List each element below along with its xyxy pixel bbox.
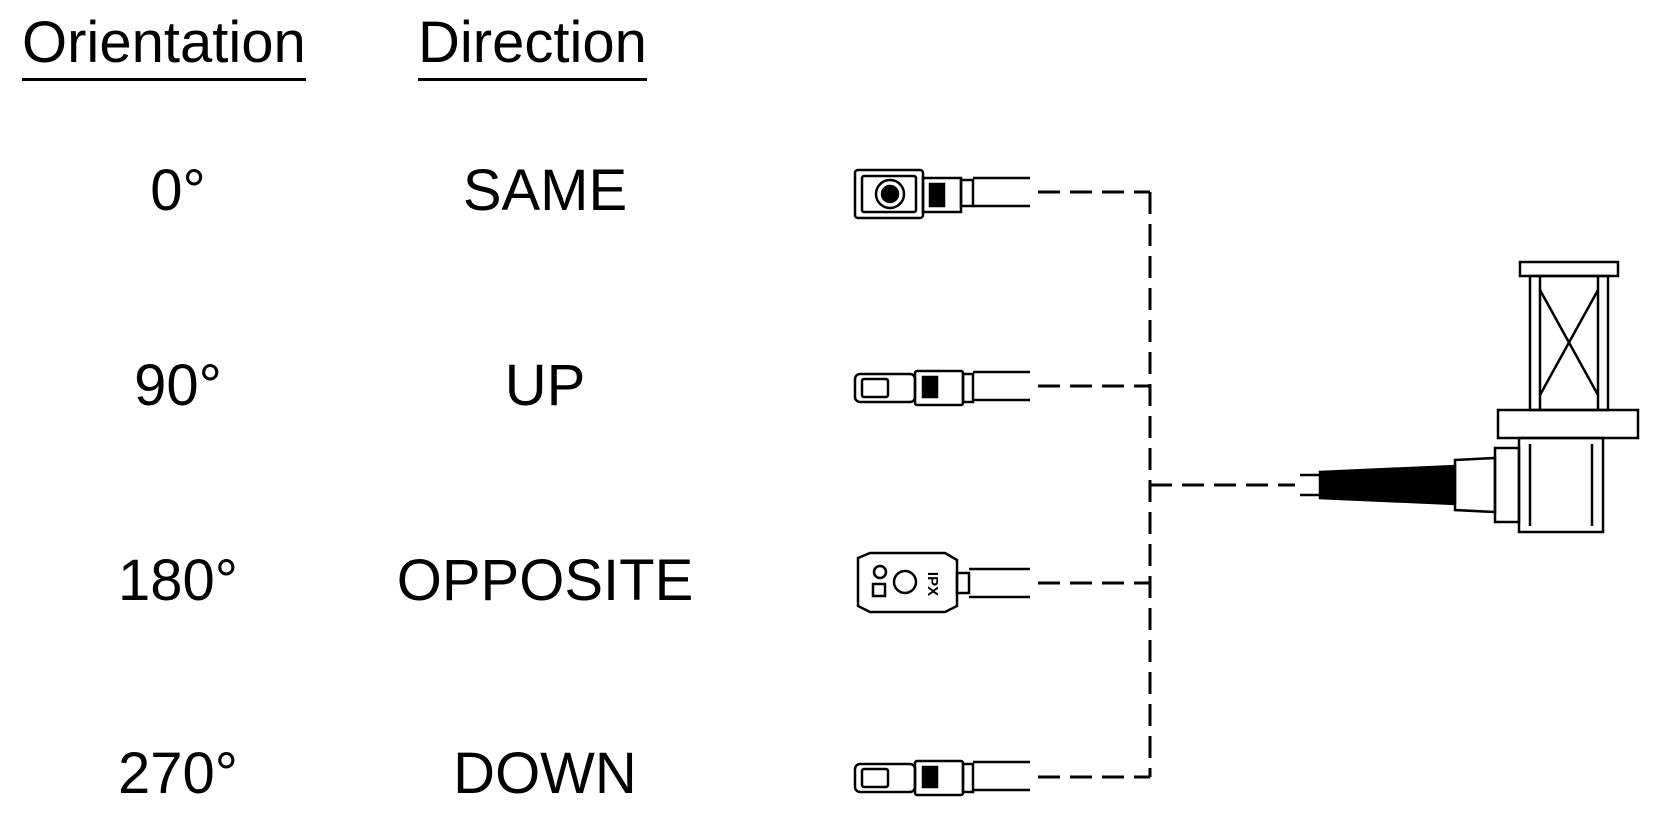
row-3-direction: DOWN [453,741,637,806]
row-1-direction: UP [504,353,586,418]
connector-90-up [853,369,1030,407]
connector-0-same [853,168,1030,220]
dashed-leader-lines [1038,190,1295,779]
row-1-orientation: 90° [134,353,222,418]
row-0-orientation: 0° [150,158,206,223]
connector-270-down [853,759,1030,797]
row-2-orientation: 180° [118,548,238,613]
ipx-marking: IPX [924,572,941,596]
direction-header: Direction [418,14,647,81]
right-angle-connector [1300,260,1640,534]
row-2-direction: OPPOSITE [396,548,694,613]
row-0-direction: SAME [462,158,628,223]
row-3-orientation: 270° [118,741,238,806]
orientation-header: Orientation [22,14,306,81]
connector-180-opposite [856,551,1030,614]
